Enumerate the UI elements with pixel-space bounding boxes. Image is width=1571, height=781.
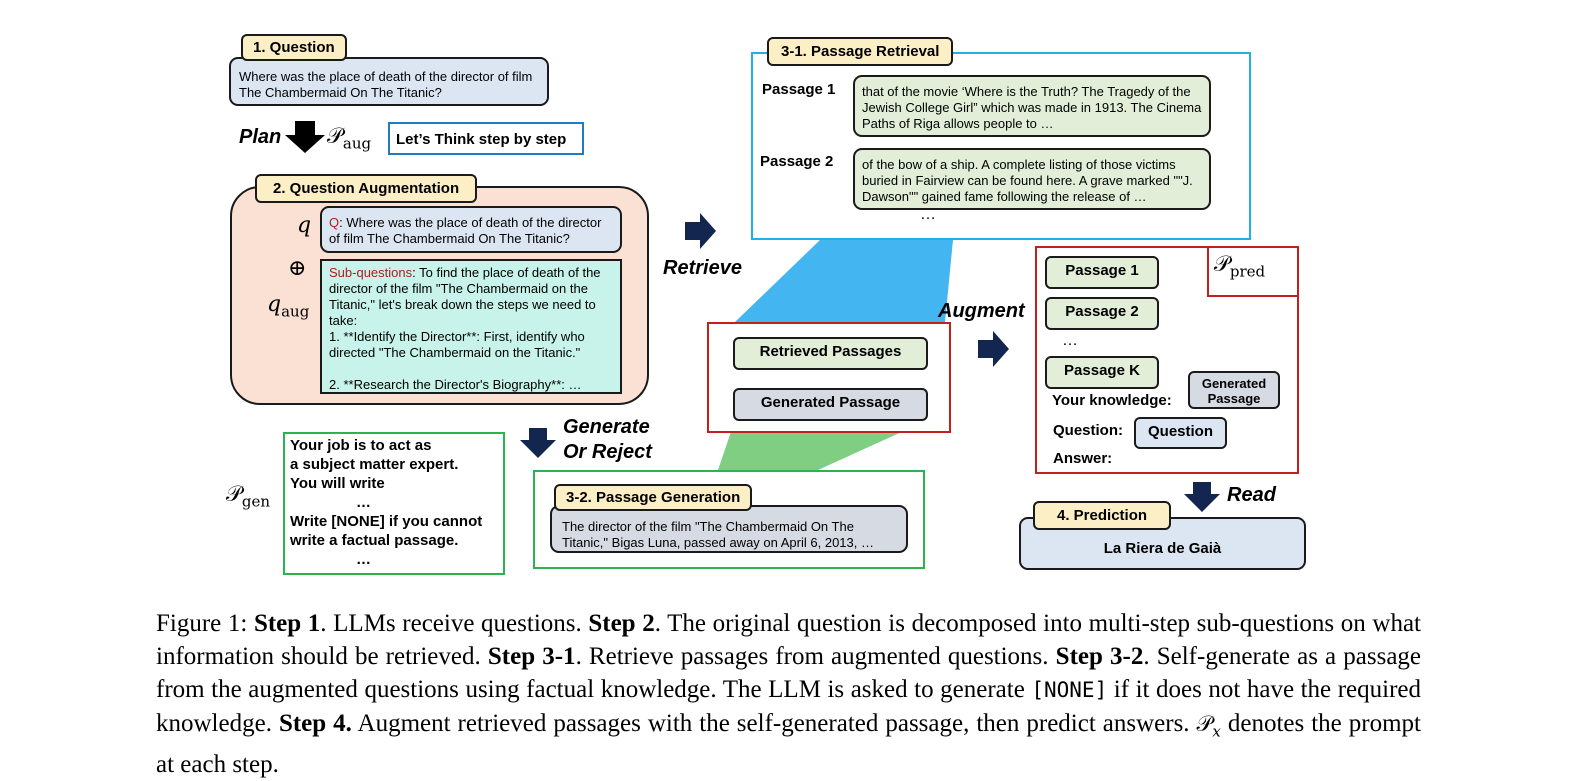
q-aug-symbol: qaug <box>267 292 310 321</box>
q-text: : Where was the place of death of the di… <box>329 215 602 246</box>
pgen-line-2: You will write <box>290 475 385 492</box>
pgen-line-0: Your job is to act as <box>290 437 432 454</box>
sub-line-6 <box>329 361 613 377</box>
generate-label-line2: Or Reject <box>563 441 652 463</box>
sub-line-0: : To find the place of death of the <box>412 265 601 280</box>
q-box: Q: Where was the place of death of the d… <box>320 206 622 253</box>
passage-ellipsis: … <box>920 206 936 223</box>
pred-generated-pill: Generated Passage <box>1188 371 1280 409</box>
pred-generated-line1: Generated <box>1201 376 1267 391</box>
figure-caption: Figure 1: Step 1. LLMs receive questions… <box>156 607 1421 781</box>
caption-text5: denotes the prompt at each step. <box>156 710 1421 779</box>
pgen-line-3: … <box>356 494 371 511</box>
oplus-icon: ⊕ <box>288 256 307 281</box>
plan-arrow-icon <box>285 121 325 153</box>
pgen-line-1: a subject matter expert. <box>290 456 459 473</box>
p-aug-symbol: 𝒫aug <box>327 124 372 153</box>
sub-questions-box: Sub-questions: To find the place of deat… <box>320 259 622 394</box>
caption-text2: . The original question is decomposed in… <box>156 610 1421 670</box>
caption-step32: Step 3-2 <box>1055 643 1144 670</box>
pred-passage2-pill: Passage 2 <box>1045 297 1159 330</box>
sub-prefix: Sub-questions <box>329 265 413 280</box>
sub-line-2: Titanic," let's break down the steps we … <box>329 297 596 312</box>
plan-prompt-box: Let’s Think step by step <box>388 122 584 155</box>
pred-passageK-pill: Passage K <box>1045 356 1159 389</box>
caption-step4: Step 4. <box>278 710 352 737</box>
caption-text33: if it does not have the required knowled… <box>156 676 1421 737</box>
pgen-line-6: … <box>356 551 371 568</box>
retrieved-passages-pill: Retrieved Passages <box>733 337 928 370</box>
p-gen-symbol: 𝒫gen <box>226 482 271 511</box>
question-box: Where was the place of death of the dire… <box>229 57 549 106</box>
generate-arrow-icon <box>520 428 556 458</box>
retrieval-funnel <box>735 240 953 322</box>
augment-label: Augment <box>938 300 1025 322</box>
passage1-label: Passage 1 <box>762 81 836 98</box>
q-prefix: Q <box>329 215 340 230</box>
pred-passage1-pill: Passage 1 <box>1045 256 1159 289</box>
p-pred-box <box>1207 246 1299 297</box>
passage2-label: Passage 2 <box>760 153 834 170</box>
step32-tag: 3-2. Passage Generation <box>554 484 753 511</box>
q-symbol: q <box>297 213 312 238</box>
step1-tag: 1. Question <box>241 34 347 61</box>
augment-arrow-icon <box>978 331 1009 367</box>
question-pill: Question <box>1134 417 1227 449</box>
pred-ellipsis: … <box>1062 332 1078 349</box>
question-label: Question: <box>1053 422 1123 439</box>
generated-passage-box: The director of the film "The Chambermai… <box>550 505 908 553</box>
step31-tag: 3-1. Passage Retrieval <box>767 37 954 66</box>
p-pred-symbol: 𝒫pred <box>1214 252 1266 281</box>
caption-none-token: [NONE] <box>1031 678 1108 702</box>
plan-label: Plan <box>239 126 282 148</box>
generated-passage-pill: Generated Passage <box>733 388 928 421</box>
pred-generated-line2: Passage <box>1207 391 1261 406</box>
caption-step2: Step 2 <box>588 610 655 637</box>
generate-label-line1: Generate <box>563 416 650 438</box>
caption-px-symbol: 𝒫x <box>1196 712 1221 741</box>
answer-label: Answer: <box>1053 450 1113 467</box>
caption-step31: Step 3-1 <box>487 643 576 670</box>
pgen-prompt-box: Your job is to act as a subject matter e… <box>283 432 505 575</box>
retrieve-label: Retrieve <box>663 257 742 279</box>
caption-text4: Augment retrieved passages with the self… <box>351 710 1197 737</box>
sub-line-7: 2. **Research the Director's Biography**… <box>329 377 582 392</box>
caption-text1: . LLMs receive questions. <box>320 610 589 637</box>
sub-line-3: take: <box>329 313 358 328</box>
caption-text31: . Retrieve passages from augmented quest… <box>575 643 1056 670</box>
sub-line-1: director of the film "The Chambermaid on… <box>329 281 588 296</box>
read-arrow-icon <box>1184 482 1220 512</box>
pgen-line-5: write a factual passage. <box>290 532 459 549</box>
caption-step1: Step 1 <box>253 610 321 637</box>
passage1-box: that of the movie ‘Where is the Truth? T… <box>853 75 1211 137</box>
retrieve-arrow-icon <box>685 213 716 249</box>
sub-line-5: directed "The Chambermaid on the Titanic… <box>329 345 581 360</box>
passage2-box: of the bow of a ship. A complete listing… <box>853 148 1211 210</box>
step2-tag: 2. Question Augmentation <box>255 174 478 203</box>
caption-text32: . Self-generate as a passage from the au… <box>156 643 1422 703</box>
your-knowledge-label: Your knowledge: <box>1052 392 1172 409</box>
caption-fig: Figure 1: <box>156 610 254 637</box>
step4-tag: 4. Prediction <box>1033 501 1172 530</box>
sub-line-4: 1. **Identify the Director**: First, ide… <box>329 329 585 344</box>
pgen-line-4: Write [NONE] if you cannot <box>290 513 483 530</box>
read-label: Read <box>1227 484 1276 506</box>
